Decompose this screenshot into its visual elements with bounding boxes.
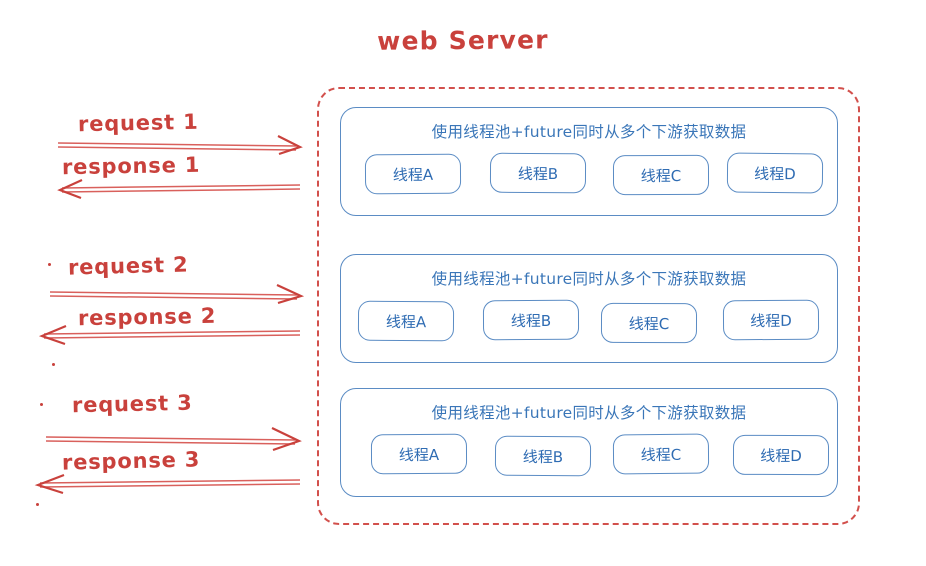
thread-box-a: 线程A — [364, 153, 462, 195]
arrow-request-2 — [49, 284, 305, 305]
pen-dot — [40, 403, 43, 406]
arrow-response-1 — [57, 178, 301, 200]
thread-row: 线程A 线程B 线程C 线程D — [355, 299, 823, 350]
thread-box-c: 线程C — [612, 154, 710, 196]
page-title: web Server — [377, 25, 549, 56]
thread-row: 线程A 线程B 线程C 线程D — [355, 433, 830, 484]
thread-box-a: 线程A — [370, 433, 468, 475]
thread-box-d: 线程D — [726, 152, 824, 194]
arrow-request-3 — [45, 427, 302, 452]
thread-box-b: 线程B — [489, 152, 587, 194]
group-caption: 使用线程池+future同时从多个下游获取数据 — [431, 404, 747, 422]
web-server-container — [317, 87, 860, 525]
label-request-3: request 3 — [71, 390, 193, 418]
pen-dot — [36, 503, 39, 506]
label-response-2: response 2 — [77, 303, 217, 331]
pen-dot — [48, 263, 51, 266]
label-response-1: response 1 — [61, 152, 201, 180]
thread-box-d: 线程D — [722, 299, 820, 341]
pen-dot — [52, 363, 55, 366]
thread-box-a: 线程A — [357, 300, 455, 342]
label-response-3: response 3 — [61, 447, 201, 475]
thread-box-d: 线程D — [732, 434, 830, 476]
label-request-2: request 2 — [67, 252, 189, 280]
label-request-1: request 1 — [77, 109, 199, 137]
thread-box-b: 线程B — [494, 435, 592, 477]
thread-row: 线程A 线程B 线程C 线程D — [355, 152, 824, 203]
group-caption: 使用线程池+future同时从多个下游获取数据 — [431, 270, 747, 288]
request-group-3: 使用线程池+future同时从多个下游获取数据 线程A 线程B 线程C 线程D — [340, 388, 838, 497]
request-group-1: 使用线程池+future同时从多个下游获取数据 线程A 线程B 线程C 线程D — [340, 107, 838, 216]
group-caption: 使用线程池+future同时从多个下游获取数据 — [431, 123, 747, 141]
thread-box-b: 线程B — [482, 299, 580, 341]
arrow-request-1 — [57, 135, 303, 156]
arrow-response-3 — [34, 473, 301, 495]
request-group-2: 使用线程池+future同时从多个下游获取数据 线程A 线程B 线程C 线程D — [340, 254, 838, 363]
thread-box-c: 线程C — [600, 302, 698, 344]
thread-box-c: 线程C — [612, 433, 710, 475]
